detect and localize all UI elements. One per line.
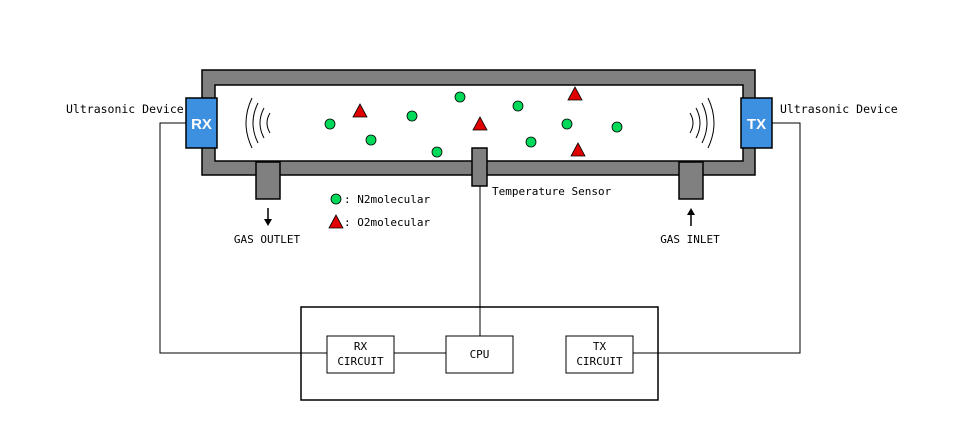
tx-circuit-label-2: CIRCUIT — [576, 355, 623, 368]
o2-molecule — [352, 103, 368, 118]
n2-molecule — [431, 146, 443, 158]
temperature-sensor-probe — [471, 147, 488, 187]
o2-molecule — [570, 142, 586, 157]
gas-inlet-port — [678, 161, 704, 200]
legend-n2-swatch — [330, 193, 342, 205]
controller-box — [300, 306, 659, 401]
right-device-label: Ultrasonic Device — [780, 102, 898, 116]
n2-molecule — [611, 121, 623, 133]
n2-molecule — [512, 100, 524, 112]
tx-circuit-label-1: TX — [593, 340, 607, 353]
sound-wave-icon — [689, 97, 715, 149]
n2-molecule — [406, 110, 418, 122]
n2-molecule — [365, 134, 377, 146]
rx-circuit-box — [326, 335, 395, 374]
gas-inlet-label: GAS INLET — [660, 233, 720, 246]
temperature-sensor-label: Temperature Sensor — [492, 185, 612, 198]
arrow-down-icon — [264, 208, 272, 226]
molecules — [324, 86, 623, 158]
rx-circuit-label-1: RX — [354, 340, 368, 353]
tx-device — [740, 97, 773, 149]
legend-o2-label: : O2molecular — [344, 216, 430, 229]
tx-circuit-box — [565, 335, 634, 374]
rx-wire — [159, 122, 327, 354]
o2-molecule — [567, 86, 583, 101]
tx-wire — [633, 122, 801, 354]
sound-wave-icon — [245, 97, 271, 149]
cpu-box — [445, 335, 514, 374]
rx-device — [185, 97, 218, 149]
legend: : N2molecular : O2molecular — [328, 193, 430, 229]
rx-circuit-label-2: CIRCUIT — [337, 355, 384, 368]
rx-device-badge: RX — [191, 116, 212, 133]
n2-molecule — [525, 136, 537, 148]
wiring — [159, 122, 801, 354]
arrow-up-icon — [687, 208, 695, 226]
n2-molecule — [324, 118, 336, 130]
gas-outlet-port — [255, 161, 281, 200]
tx-device-badge: TX — [747, 116, 766, 133]
left-device-label: Ultrasonic Device — [66, 102, 184, 116]
legend-n2-label: : N2molecular — [344, 193, 430, 206]
gas-outlet-label: GAS OUTLET — [234, 233, 301, 246]
n2-molecule — [454, 91, 466, 103]
n2-molecule — [561, 118, 573, 130]
legend-o2-swatch — [328, 214, 344, 229]
cpu-label: CPU — [470, 348, 490, 361]
o2-molecule — [472, 116, 488, 131]
